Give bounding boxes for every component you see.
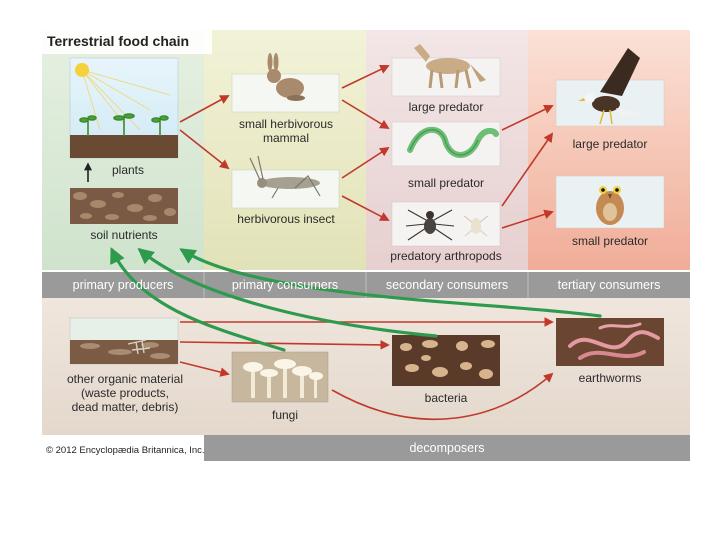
plants-image xyxy=(69,57,179,159)
large-predator-eagle-image xyxy=(555,48,665,127)
arrow-insect-to-arthropods xyxy=(341,195,390,221)
small-predator-snake-image xyxy=(391,121,501,167)
band-secondary-consumers: secondary consumers xyxy=(385,278,509,292)
column-primary-consumers xyxy=(204,30,366,270)
arrow-organic-to-fungi xyxy=(179,361,230,377)
column-tertiary-consumers xyxy=(528,30,690,270)
arrow-plants-to-mammal xyxy=(179,95,230,123)
small-predator-owl-image xyxy=(555,175,665,229)
bacteria-image xyxy=(392,335,500,386)
label-small-herbivorous-mammal: small herbivorous mammal xyxy=(222,117,350,145)
label-small-predator-owl: small predator xyxy=(571,234,649,248)
band-decomposers: decomposers xyxy=(409,441,485,455)
arrow-insect-to-snake xyxy=(341,146,390,179)
large-predator-coyote-image xyxy=(391,44,501,97)
copyright-notice: © 2012 Encyclopædia Britannica, Inc. xyxy=(46,445,205,456)
band-primary-consumers: primary consumers xyxy=(231,278,339,292)
small-herbivorous-mammal-image xyxy=(231,53,340,113)
label-line: dead matter, debris) xyxy=(71,400,179,414)
soil-nutrients-image xyxy=(70,188,178,224)
label-line: mammal xyxy=(262,131,309,145)
arrow-plants-to-insect xyxy=(179,129,230,170)
predatory-arthropods-image xyxy=(391,201,501,247)
diagram-title: Terrestrial food chain xyxy=(47,33,190,49)
label-other-organic-material: other organic material (waste products, … xyxy=(50,372,200,414)
label-line: (waste products, xyxy=(80,386,170,400)
other-organic-material-image xyxy=(69,317,179,365)
label-line: other organic material xyxy=(66,372,184,386)
band-primary-producers: primary producers xyxy=(72,278,174,292)
earthworms-image xyxy=(556,318,664,366)
band-tertiary-consumers: tertiary consumers xyxy=(557,278,661,292)
title-backdrop xyxy=(42,28,212,54)
herbivorous-insect-image xyxy=(231,155,340,209)
arrow-mammal-to-coyote xyxy=(341,64,390,89)
label-herbivorous-insect: herbivorous insect xyxy=(237,212,335,226)
green-arrow-fungi-to-soil xyxy=(110,247,286,352)
decomposers-band xyxy=(204,435,690,461)
green-arrow-earthworms-to-soil xyxy=(179,248,602,318)
label-bacteria: bacteria xyxy=(424,391,468,405)
label-earthworms: earthworms xyxy=(578,371,642,385)
sun-icon xyxy=(75,63,89,77)
arrow-snake-to-eagle xyxy=(501,104,554,131)
label-plants: plants xyxy=(111,163,145,177)
label-large-predator-eagle: large predator xyxy=(572,137,648,151)
arrow-arthropods-to-owl xyxy=(501,209,554,229)
fungi-image xyxy=(231,351,329,403)
arrow-fungi-to-earthworms xyxy=(331,372,554,420)
label-fungi: fungi xyxy=(271,408,299,422)
arrow-organic-to-bacteria xyxy=(179,340,390,350)
label-large-predator-coyote: large predator xyxy=(408,100,484,114)
green-arrow-bacteria-to-soil xyxy=(137,247,438,338)
label-line: small herbivorous xyxy=(238,117,334,131)
arrow-arthropods-to-eagle xyxy=(501,132,554,207)
label-soil-nutrients: soil nutrients xyxy=(90,228,158,242)
label-predatory-arthropods: predatory arthropods xyxy=(390,249,502,263)
label-small-predator-snake: small predator xyxy=(407,176,485,190)
arrow-mammal-to-snake xyxy=(341,99,390,129)
